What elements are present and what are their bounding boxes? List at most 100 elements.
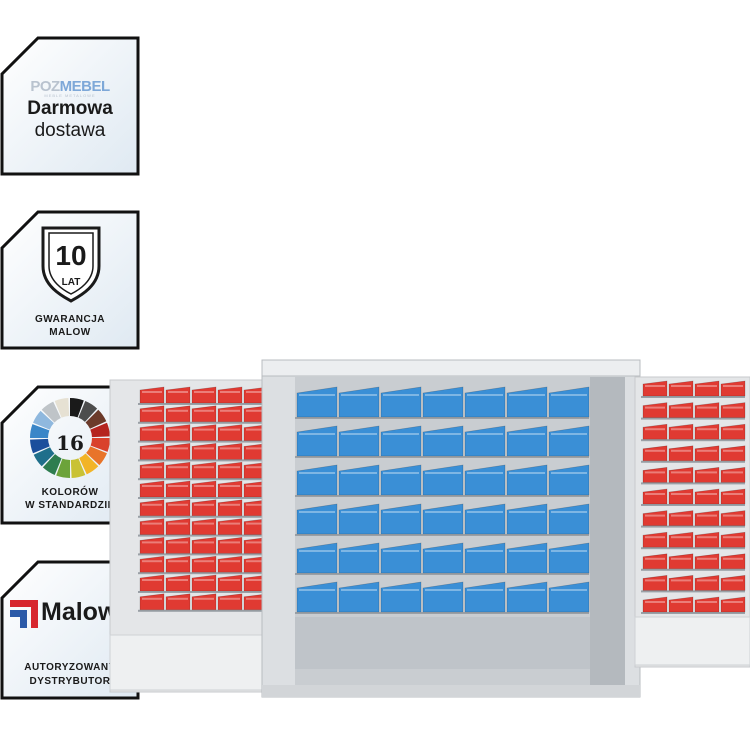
- bin-highlight: [671, 601, 691, 603]
- bin-highlight: [299, 433, 335, 435]
- storage-bin: [191, 443, 217, 460]
- color-swatch: [30, 424, 50, 438]
- storage-bin: [139, 593, 165, 611]
- bin-highlight: [299, 550, 335, 552]
- storage-bin: [165, 555, 191, 573]
- storage-bin: [191, 593, 217, 611]
- colors-title: KOLORÓW: [41, 487, 99, 498]
- bin-highlight: [220, 466, 240, 469]
- bin-highlight: [142, 541, 162, 544]
- storage-bin: [139, 518, 165, 535]
- storage-bin: [296, 386, 338, 418]
- storage-bin: [642, 575, 668, 591]
- storage-bin: [642, 596, 668, 613]
- bin-highlight: [168, 560, 188, 563]
- color-swatch: [33, 410, 54, 430]
- bin-highlight: [299, 511, 335, 513]
- bin-highlight: [645, 449, 665, 452]
- bin-highlight: [509, 511, 545, 513]
- storage-bin: [642, 423, 668, 440]
- bin-highlight: [194, 597, 214, 600]
- warranty-years: 10: [55, 240, 87, 271]
- bin-highlight: [194, 447, 214, 450]
- storage-bin: [139, 443, 165, 460]
- bin-highlight: [299, 394, 335, 396]
- storage-bin: [720, 575, 746, 591]
- bin-rail: [295, 417, 589, 419]
- storage-bin: [720, 488, 746, 505]
- bin-highlight: [645, 557, 665, 560]
- bin-highlight: [697, 449, 717, 452]
- bin-rail: [138, 403, 294, 405]
- bin-highlight: [383, 394, 419, 396]
- storage-bin: [668, 445, 694, 462]
- distributor-badge: Malow AUTORYZOWANY DYSTRYBUTOR: [0, 560, 140, 700]
- storage-bin: [139, 555, 165, 573]
- color-swatch: [42, 454, 62, 475]
- distributor-title: AUTORYZOWANY: [24, 662, 116, 673]
- bin-highlight: [168, 503, 188, 506]
- bin-highlight: [246, 503, 266, 506]
- storage-bin: [217, 405, 243, 423]
- bin-highlight: [697, 406, 717, 409]
- storage-bin: [720, 445, 746, 462]
- bin-rail: [138, 534, 294, 537]
- storage-bin: [139, 461, 165, 479]
- bin-highlight: [509, 433, 545, 435]
- bin-highlight: [168, 579, 188, 581]
- bin-highlight: [671, 536, 691, 539]
- storage-bin: [668, 510, 694, 526]
- bin-highlight: [383, 433, 419, 435]
- storage-bin: [642, 531, 668, 548]
- storage-bin: [191, 480, 217, 498]
- color-swatch: [70, 458, 86, 478]
- bin-highlight: [142, 503, 162, 506]
- bin-highlight: [246, 485, 266, 487]
- storage-bin: [217, 480, 243, 498]
- storage-bin: [694, 553, 720, 570]
- bin-rail: [295, 456, 589, 458]
- color-swatch: [41, 401, 61, 423]
- bin-highlight: [645, 385, 665, 387]
- bin-highlight: [220, 503, 240, 506]
- bin-highlight: [645, 579, 665, 582]
- bin-rail: [641, 460, 745, 463]
- color-swatch: [85, 409, 107, 429]
- bin-rail: [138, 459, 294, 462]
- storage-bin: [694, 402, 720, 418]
- bin-rail: [641, 417, 745, 420]
- bin-highlight: [723, 406, 743, 409]
- storage-bin: [694, 575, 720, 591]
- bin-highlight: [341, 433, 377, 435]
- bin-highlight: [246, 579, 266, 581]
- storage-bin: [720, 423, 746, 440]
- storage-bin: [191, 518, 217, 535]
- bin-highlight: [509, 472, 545, 474]
- bin-highlight: [220, 391, 240, 393]
- bin-rail: [138, 553, 294, 556]
- bin-rail: [641, 482, 745, 485]
- bin-rail: [641, 439, 745, 442]
- storage-bin: [642, 553, 668, 570]
- storage-bin: [338, 542, 380, 574]
- bin-highlight: [194, 391, 214, 393]
- storage-bin: [338, 464, 380, 496]
- bin-highlight: [697, 385, 717, 387]
- bin-highlight: [246, 466, 266, 469]
- bin-highlight: [723, 428, 743, 431]
- bin-rail: [295, 534, 589, 536]
- storage-bin: [548, 581, 590, 613]
- cabinet-top: [261, 359, 641, 377]
- bin-highlight: [220, 447, 240, 450]
- storage-bin: [506, 542, 548, 574]
- bin-highlight: [551, 472, 587, 474]
- bin-highlight: [194, 579, 214, 581]
- bin-rail: [641, 396, 745, 398]
- storage-bin: [165, 405, 191, 423]
- storage-bin: [165, 593, 191, 611]
- bin-highlight: [220, 485, 240, 487]
- bin-highlight: [246, 428, 266, 431]
- storage-bin: [191, 555, 217, 573]
- warranty-title: GWARANCJA: [34, 314, 106, 325]
- bin-highlight: [723, 557, 743, 560]
